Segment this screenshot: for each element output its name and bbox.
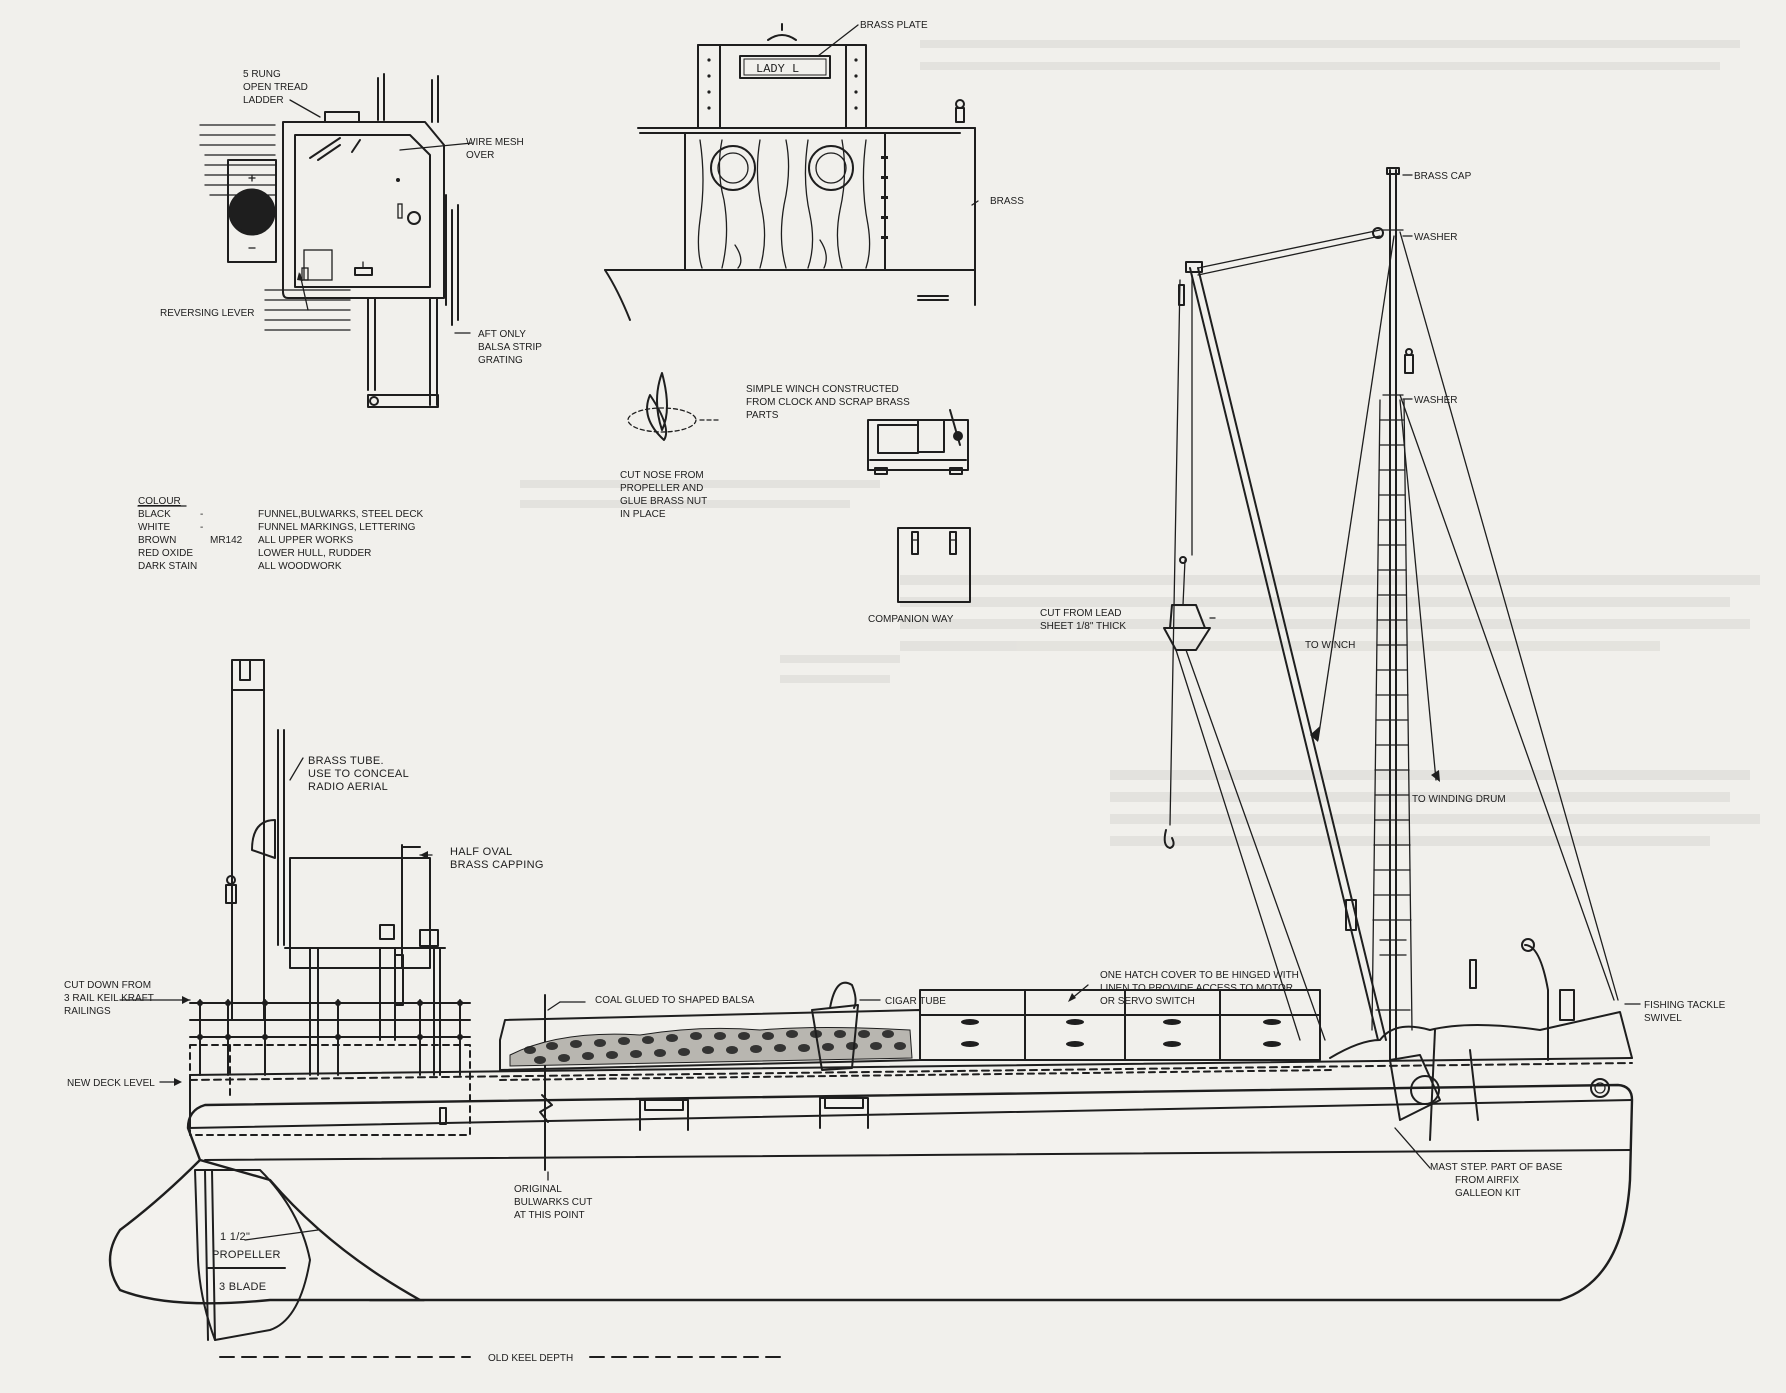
brass-plate-label: BRASS PLATE bbox=[860, 20, 928, 31]
mesh-note-2: OVER bbox=[466, 150, 494, 161]
washer-mid-label: WASHER bbox=[1414, 395, 1458, 406]
companion-way-label: COMPANION WAY bbox=[868, 614, 954, 625]
brass-tube-note-3: RADIO AERIAL bbox=[308, 781, 388, 793]
colour-use: FUNNEL MARKINGS, LETTERING bbox=[258, 522, 416, 533]
colour-key-heading: COLOUR bbox=[138, 496, 181, 507]
colour-key-row: BLACK - FUNNEL,BULWARKS, STEEL DECK bbox=[138, 509, 424, 520]
profile-leaders bbox=[119, 757, 1089, 1181]
bulwarks-note-1: ORIGINAL bbox=[514, 1184, 562, 1195]
propeller-note-4: IN PLACE bbox=[620, 509, 666, 520]
to-drum-label: TO WINDING DRUM bbox=[1412, 794, 1506, 805]
name-plate-text: LADY L bbox=[756, 62, 799, 76]
propeller-note-2: PROPELLER AND bbox=[620, 483, 703, 494]
grating-note-3: GRATING bbox=[478, 355, 523, 366]
colour-key-row: RED OXIDE LOWER HULL, RUDDER bbox=[138, 548, 371, 559]
colour-use: LOWER HULL, RUDDER bbox=[258, 548, 371, 559]
propeller-note-1: CUT NOSE FROM bbox=[620, 470, 704, 481]
colour-name: WHITE bbox=[138, 522, 171, 533]
winch-note-3: PARTS bbox=[746, 410, 779, 421]
side-profile-drawing bbox=[108, 659, 1634, 1358]
fishing-note-2: SWIVEL bbox=[1644, 1013, 1682, 1024]
brass-tube-note-2: USE TO CONCEAL bbox=[308, 768, 409, 780]
rigging-labels: BRASS CAP WASHER WASHER CUT FROM LEAD SH… bbox=[1040, 171, 1726, 1199]
railings-note-1: CUT DOWN FROM bbox=[64, 980, 151, 991]
rigging-leaders bbox=[1209, 174, 1641, 1169]
coal-label: COAL GLUED TO SHAPED BALSA bbox=[595, 995, 755, 1006]
propeller-note-3: GLUE BRASS NUT bbox=[620, 496, 707, 507]
blade-count-label: 3 BLADE bbox=[219, 1281, 266, 1293]
winch-detail-drawing bbox=[867, 409, 969, 475]
companion-way-drawing: COMPANION WAY bbox=[868, 527, 971, 625]
colour-key-row: DARK STAIN ALL WOODWORK bbox=[138, 561, 342, 572]
colour-sep: - bbox=[200, 509, 203, 520]
propeller-detail-drawing bbox=[627, 372, 721, 441]
brass-cap-label: BRASS CAP bbox=[1414, 171, 1472, 182]
colour-use: ALL WOODWORK bbox=[258, 561, 342, 572]
brass-tube-note-1: BRASS TUBE. bbox=[308, 755, 384, 767]
cabin-front-drawing: LADY L bbox=[604, 23, 979, 321]
hatch-note-3: OR SERVO SWITCH bbox=[1100, 996, 1195, 1007]
fishing-note-1: FISHING TACKLE bbox=[1644, 1000, 1726, 1011]
colour-use: ALL UPPER WORKS bbox=[258, 535, 354, 546]
winch-note-2: FROM CLOCK AND SCRAP BRASS bbox=[746, 397, 910, 408]
bulwarks-note-3: AT THIS POINT bbox=[514, 1210, 585, 1221]
hatch-note-1: ONE HATCH COVER TO BE HINGED WITH bbox=[1100, 970, 1299, 981]
lead-note-2: SHEET 1/8" THICK bbox=[1040, 621, 1126, 632]
grating-note-1: AFT ONLY bbox=[478, 329, 526, 340]
colour-name: RED OXIDE bbox=[138, 548, 193, 559]
grating-note-2: BALSA STRIP bbox=[478, 342, 542, 353]
mesh-note-1: WIRE MESH bbox=[466, 137, 524, 148]
colour-use: FUNNEL,BULWARKS, STEEL DECK bbox=[258, 509, 424, 520]
colour-name: BLACK bbox=[138, 509, 171, 520]
railings-note-3: RAILINGS bbox=[64, 1006, 111, 1017]
winch-detail-note: SIMPLE WINCH CONSTRUCTED FROM CLOCK AND … bbox=[746, 384, 910, 421]
colour-sep: - bbox=[200, 522, 203, 533]
ladder-note-3: LADDER bbox=[243, 95, 284, 106]
colour-name: BROWN bbox=[138, 535, 176, 546]
half-oval-note-2: BRASS CAPPING bbox=[450, 859, 544, 871]
washer-top-label: WASHER bbox=[1414, 232, 1458, 243]
mast-and-derrick bbox=[1163, 167, 1619, 1061]
railings-note-2: 3 RAIL KEIL KRAFT bbox=[64, 993, 154, 1004]
half-oval-note-1: HALF OVAL bbox=[450, 846, 512, 858]
new-deck-level-label: NEW DECK LEVEL bbox=[67, 1078, 155, 1089]
cabin-front-labels: BRASS PLATE BRASS bbox=[860, 20, 1024, 207]
reversing-lever-label: REVERSING LEVER bbox=[160, 308, 254, 319]
hatch-note-2: LINEN TO PROVIDE ACCESS TO MOTOR bbox=[1100, 983, 1293, 994]
propeller-label: PROPELLER bbox=[212, 1249, 281, 1261]
colour-key-row: BROWN MR142 ALL UPPER WORKS bbox=[138, 535, 354, 546]
to-winch-label: TO WINCH bbox=[1305, 640, 1355, 651]
colour-sep: MR142 bbox=[210, 535, 243, 546]
mast-step-note-1: MAST STEP. PART OF BASE bbox=[1430, 1162, 1563, 1173]
show-through-text bbox=[520, 40, 1760, 846]
wheelhouse-plan-drawing bbox=[199, 73, 473, 408]
colour-key-row: WHITE - FUNNEL MARKINGS, LETTERING bbox=[138, 522, 416, 533]
wheelhouse-plan-labels: 5 RUNG OPEN TREAD LADDER WIRE MESH OVER … bbox=[160, 69, 542, 366]
lead-note-1: CUT FROM LEAD bbox=[1040, 608, 1122, 619]
cigar-tube-label: CIGAR TUBE bbox=[885, 996, 946, 1007]
profile-labels: BRASS TUBE. USE TO CONCEAL RADIO AERIAL … bbox=[64, 755, 1299, 1364]
colour-name: DARK STAIN bbox=[138, 561, 197, 572]
ladder-note-2: OPEN TREAD bbox=[243, 82, 308, 93]
mast-step-note-3: GALLEON KIT bbox=[1455, 1188, 1521, 1199]
winch-note-1: SIMPLE WINCH CONSTRUCTED bbox=[746, 384, 899, 395]
ladder-note-1: 5 RUNG bbox=[243, 69, 281, 80]
propeller-detail-note: CUT NOSE FROM PROPELLER AND GLUE BRASS N… bbox=[620, 470, 707, 520]
brass-label: BRASS bbox=[990, 196, 1024, 207]
propeller-size-label: 1 1/2" bbox=[220, 1231, 250, 1243]
colour-key: COLOUR BLACK - FUNNEL,BULWARKS, STEEL DE… bbox=[137, 496, 424, 572]
mast-step-note-2: FROM AIRFIX bbox=[1455, 1175, 1519, 1186]
old-keel-depth-label: OLD KEEL DEPTH bbox=[488, 1353, 573, 1364]
bulwarks-note-2: BULWARKS CUT bbox=[514, 1197, 592, 1208]
